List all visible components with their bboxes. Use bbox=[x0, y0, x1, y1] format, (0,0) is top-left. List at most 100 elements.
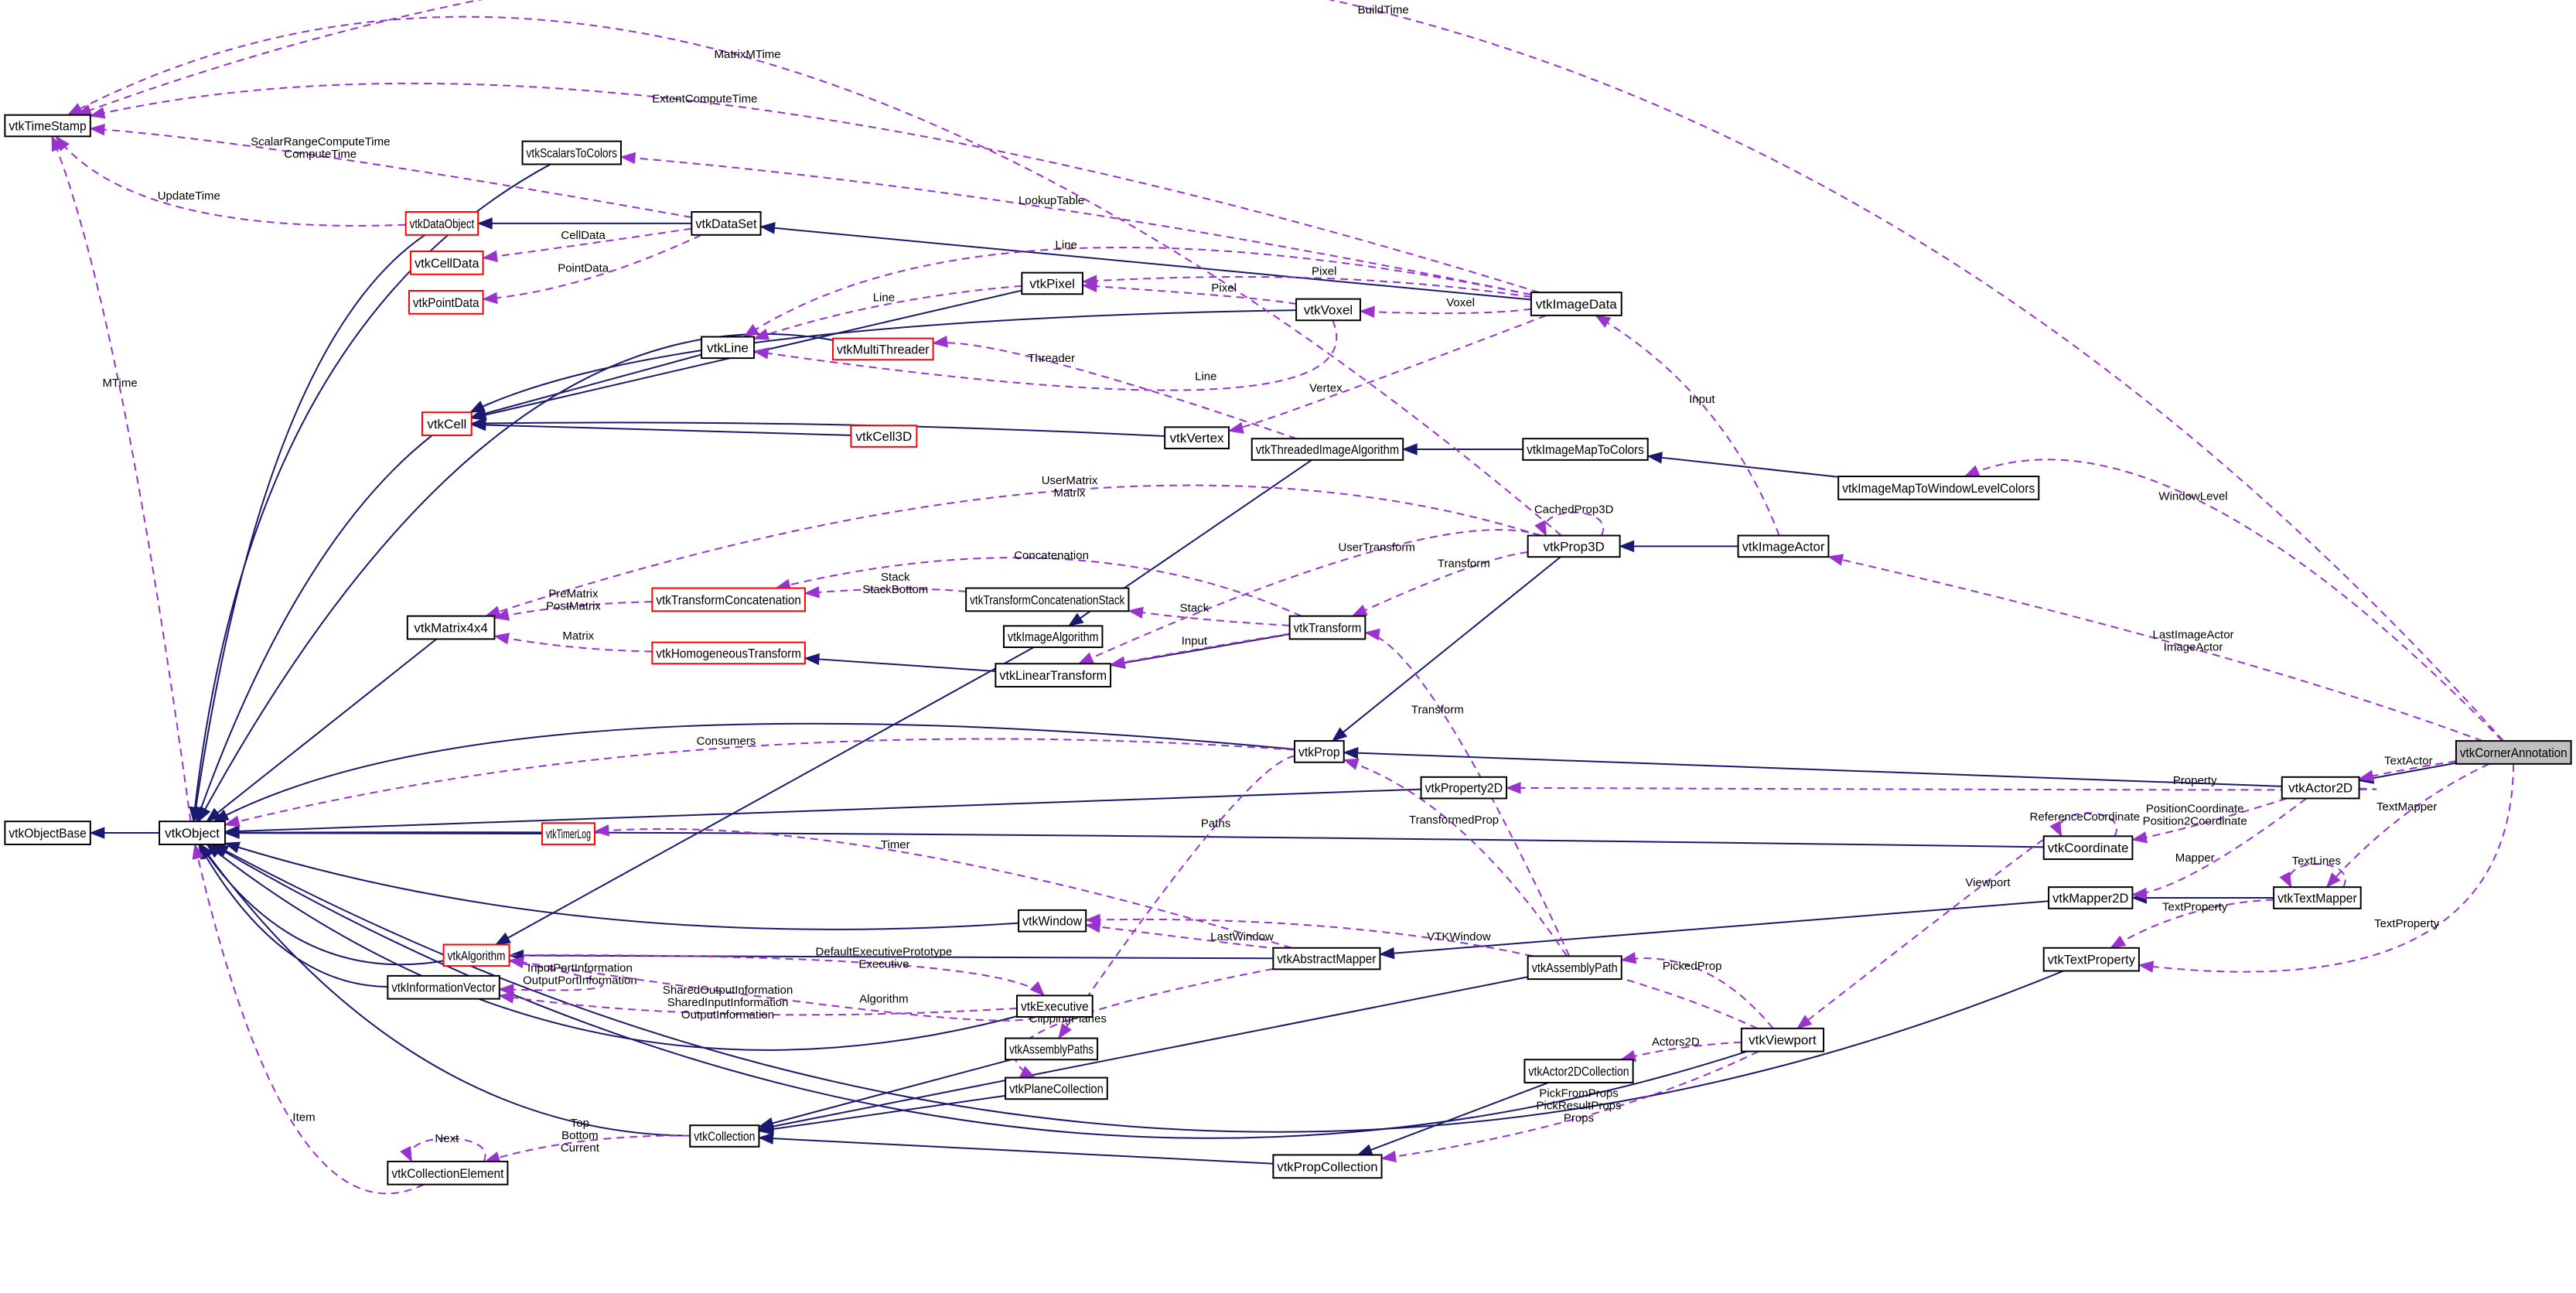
arrowhead-icon bbox=[932, 335, 948, 348]
edge-label: TextActor bbox=[2384, 755, 2433, 768]
usage-edge bbox=[593, 824, 1292, 949]
class-node[interactable]: vtkThreadedImageAlgorithm bbox=[1250, 438, 1404, 461]
edge-label: SharedInputInformation bbox=[667, 996, 789, 1009]
class-node[interactable]: vtkDataObject bbox=[404, 211, 479, 236]
class-node[interactable]: vtkImageData bbox=[1530, 292, 1622, 316]
class-node[interactable]: vtkAlgorithm bbox=[442, 943, 510, 967]
class-name: vtkWindow bbox=[1022, 914, 1083, 929]
class-node[interactable]: vtkLine bbox=[701, 336, 756, 360]
class-name: vtkScalarsToColors bbox=[527, 146, 617, 161]
class-node[interactable]: vtkImageMapToWindowLevelColors bbox=[1837, 476, 2040, 500]
class-node[interactable]: vtkCellData bbox=[410, 251, 484, 275]
class-node[interactable]: vtkTransform bbox=[1288, 615, 1366, 640]
edge-path bbox=[759, 976, 1528, 1131]
arrowhead-icon bbox=[1058, 1022, 1072, 1039]
edge-path bbox=[594, 827, 1292, 949]
class-node[interactable]: vtkCollectionElement bbox=[387, 1160, 509, 1186]
class-node[interactable]: vtkTextProperty bbox=[2042, 947, 2140, 972]
class-node[interactable]: vtkPlaneCollection bbox=[1005, 1076, 1108, 1100]
inheritance-edge bbox=[206, 638, 438, 823]
edge-label: PositionCoordinate bbox=[2146, 803, 2244, 816]
class-node[interactable]: vtkActor2DCollection bbox=[1523, 1059, 1634, 1083]
usage-edge bbox=[1620, 952, 1774, 1029]
inheritance-edge bbox=[476, 217, 692, 230]
class-node[interactable]: vtkProp3D bbox=[1527, 534, 1621, 558]
class-name: vtkCoordinate bbox=[2048, 841, 2129, 855]
class-node[interactable]: vtkObject bbox=[159, 820, 227, 845]
edge-label: InputPortInformation bbox=[527, 962, 633, 975]
class-node[interactable]: vtkProperty2D bbox=[1420, 776, 1508, 800]
class-node[interactable]: vtkActor2D bbox=[2281, 776, 2360, 800]
edge-label: Pixel bbox=[1211, 281, 1237, 295]
usage-edge bbox=[2325, 762, 2490, 889]
inheritance-edge bbox=[1331, 556, 1561, 742]
class-node[interactable]: vtkCell bbox=[421, 411, 473, 436]
class-node[interactable]: vtkVoxel bbox=[1295, 298, 1361, 322]
class-node[interactable]: vtkViewport bbox=[1740, 1027, 1825, 1052]
class-node[interactable]: vtkDataSet bbox=[691, 211, 762, 236]
arrowhead-icon bbox=[804, 586, 821, 599]
class-node[interactable]: vtkTextMapper bbox=[2273, 886, 2362, 909]
class-node[interactable]: vtkLinearTransform bbox=[995, 663, 1112, 687]
class-node[interactable]: vtkImageActor bbox=[1737, 534, 1830, 558]
class-node[interactable]: vtkInformationVector bbox=[387, 974, 500, 1000]
class-node[interactable]: vtkVertex bbox=[1164, 426, 1230, 449]
inheritance-edge bbox=[200, 843, 691, 1137]
edge-path bbox=[90, 82, 1540, 294]
class-node[interactable]: vtkImageMapToColors bbox=[1522, 438, 1649, 461]
class-node[interactable]: vtkMultiThreader bbox=[832, 337, 934, 361]
class-node[interactable]: vtkObjectBase bbox=[4, 820, 91, 845]
edge-path bbox=[499, 994, 1018, 1016]
edge-label: Vertex bbox=[1309, 381, 1343, 394]
arrowhead-icon bbox=[89, 107, 106, 119]
arrowhead-icon bbox=[1505, 782, 1521, 794]
class-name: vtkDataObject bbox=[410, 217, 475, 231]
class-node[interactable]: vtkPixel bbox=[1021, 271, 1083, 295]
class-node[interactable]: vtkProp bbox=[1293, 740, 1345, 763]
class-node[interactable]: vtkCollection bbox=[689, 1124, 760, 1148]
class-node[interactable]: vtkScalarsToColors bbox=[521, 140, 623, 165]
class-box bbox=[408, 290, 484, 315]
arrowhead-icon bbox=[1356, 1144, 1373, 1156]
usage-edge bbox=[498, 960, 603, 996]
class-node[interactable]: vtkImageAlgorithm bbox=[1002, 625, 1104, 648]
class-node[interactable]: vtkWindow bbox=[1018, 909, 1087, 933]
class-node[interactable]: vtkHomogeneousTransform bbox=[651, 641, 806, 665]
inheritance-edge bbox=[759, 222, 1532, 301]
class-node[interactable]: vtkCornerAnnotation bbox=[2455, 740, 2572, 765]
class-node[interactable]: vtkCoordinate bbox=[2042, 835, 2134, 861]
edge-label: MTime bbox=[102, 377, 137, 390]
class-node[interactable]: vtkTransformConcatenationStack bbox=[965, 587, 1130, 612]
class-node[interactable]: vtkTransformConcatenation bbox=[651, 587, 806, 612]
arrowhead-icon bbox=[1029, 981, 1046, 997]
usage-edge bbox=[2358, 760, 2457, 782]
class-node[interactable]: vtkAbstractMapper bbox=[1272, 947, 1381, 971]
edge-path bbox=[494, 635, 653, 653]
class-node[interactable]: vtkAssemblyPaths bbox=[1005, 1037, 1099, 1061]
arrowhead-icon bbox=[759, 222, 776, 234]
edge-label: Property bbox=[2173, 774, 2217, 787]
edge-path bbox=[67, 15, 1562, 537]
usage-edge bbox=[493, 601, 653, 621]
class-name: vtkDataSet bbox=[695, 217, 756, 231]
class-box bbox=[1530, 292, 1622, 316]
class-node[interactable]: vtkTimerLog bbox=[541, 822, 596, 845]
edge-label: Voxel bbox=[1446, 296, 1475, 309]
class-name: vtkCollection bbox=[694, 1129, 755, 1144]
class-node[interactable]: vtkExecutive bbox=[1015, 994, 1094, 1018]
class-box bbox=[850, 425, 918, 448]
class-node[interactable]: vtkCell3D bbox=[850, 425, 918, 448]
arrowhead-icon bbox=[752, 328, 770, 340]
class-node[interactable]: vtkTimeStamp bbox=[4, 114, 91, 138]
class-node[interactable]: vtkAssemblyPath bbox=[1527, 955, 1622, 981]
class-node[interactable]: vtkPropCollection bbox=[1272, 1154, 1383, 1179]
edge-path bbox=[2110, 899, 2274, 949]
arrowhead-icon bbox=[1363, 628, 1380, 641]
class-node[interactable]: vtkMapper2D bbox=[2048, 886, 2134, 909]
class-node[interactable]: vtkMatrix4x4 bbox=[406, 615, 496, 640]
class-node[interactable]: vtkPointData bbox=[408, 290, 484, 315]
class-name: vtkActor2D bbox=[2288, 781, 2353, 796]
edge-path bbox=[2325, 762, 2490, 888]
class-name: vtkTransformConcatenationStack bbox=[970, 592, 1125, 607]
